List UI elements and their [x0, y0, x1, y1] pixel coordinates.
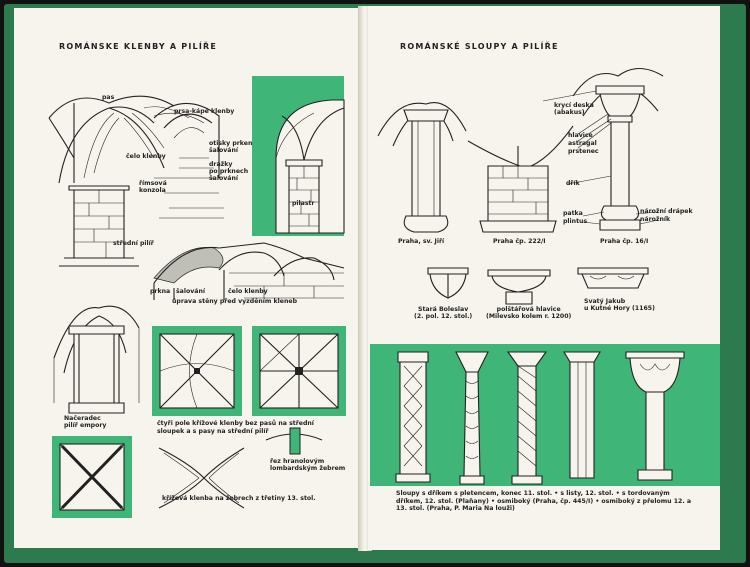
columns-caption: Sloupy s dříkem s pletencem, konec 11. s… [396, 490, 692, 512]
label-uprava: úprava stěny před vyzděním kleneb [172, 298, 297, 305]
column-222 [467, 125, 574, 233]
label-prkna: prkna [150, 288, 171, 295]
label-svaty-jakub: Svatý Jakub u Kutné Hory (1165) [584, 298, 655, 312]
label-polstar: polštářová hlavice (Milevsko kolem r. 12… [486, 306, 572, 320]
pilastr-drawing [275, 99, 345, 234]
rib-junction [158, 447, 245, 509]
column-sv-jiri [377, 102, 467, 233]
label-otisky: otisky prken šalování [209, 140, 253, 154]
label-astragal: astragal [568, 140, 597, 147]
capitals-row [427, 267, 649, 305]
vault-plans [152, 326, 346, 416]
right-illustrations [377, 67, 685, 485]
label-hlavice: hlavice [568, 132, 593, 139]
label-patka: patka [563, 210, 583, 217]
label-plintus: plintus [563, 218, 588, 225]
left-page: ROMÁNSKE KLENBY A PILÍŘE [14, 8, 360, 548]
label-drik: dřík [566, 180, 580, 187]
right-page-title: ROMÁNSKÉ SLOUPY A PILÍŘE [400, 42, 559, 51]
label-krizova: křížová klenba na žebrech z třetiny 13. … [162, 495, 316, 502]
label-stredni-pilir: střední pilíř [113, 240, 154, 247]
label-pas: pas [102, 94, 115, 101]
vault-drawing [48, 95, 224, 267]
label-stara-boleslav: Stará Boleslav (2. pol. 12. stol.) [414, 306, 473, 320]
label-praha-jiri: Praha, sv. Jiří [398, 238, 445, 245]
columns-green [395, 351, 685, 485]
label-salovani: šalování [176, 288, 205, 295]
rib-section [265, 427, 323, 455]
label-celo-klenby-2: čelo klenby [228, 288, 268, 295]
label-kryci: krycí deska (abakus) [554, 102, 594, 116]
label-narozni: nárožní drápek [640, 208, 693, 215]
label-naroznik: nárožník [640, 216, 671, 223]
formwork-drawing [153, 242, 345, 300]
label-praha-222: Praha čp. 222/I [493, 238, 546, 245]
label-drazky: drážky po prknech šalování [209, 161, 249, 182]
rib-vault-plan [52, 436, 132, 518]
left-page-title: ROMÁNSKE KLENBY A PILÍŘE [59, 42, 218, 51]
naceradec-drawing [53, 305, 140, 414]
column-16 [542, 67, 664, 231]
left-illustrations [48, 95, 346, 518]
label-prstenec: prstenec [568, 148, 599, 155]
label-rez: řez hranolovým lombardským žebrem [270, 458, 346, 472]
label-rimsova: římsová konzola [139, 180, 167, 194]
label-celo-klenby: čelo klenby [126, 153, 166, 160]
label-praha-16: Praha čp. 16/I [600, 238, 649, 245]
label-ctyri-pole: čtyři pole křížové klenby bez pasů na st… [157, 420, 314, 435]
label-pilastr: pilastr [292, 200, 315, 207]
right-page: ROMÁNSKÉ SLOUPY A PILÍŘE [368, 6, 720, 550]
label-prsa-kapu: prsa-kápě klenby [174, 108, 235, 115]
label-naceradec: Načeradec pilíř empory [64, 415, 107, 429]
